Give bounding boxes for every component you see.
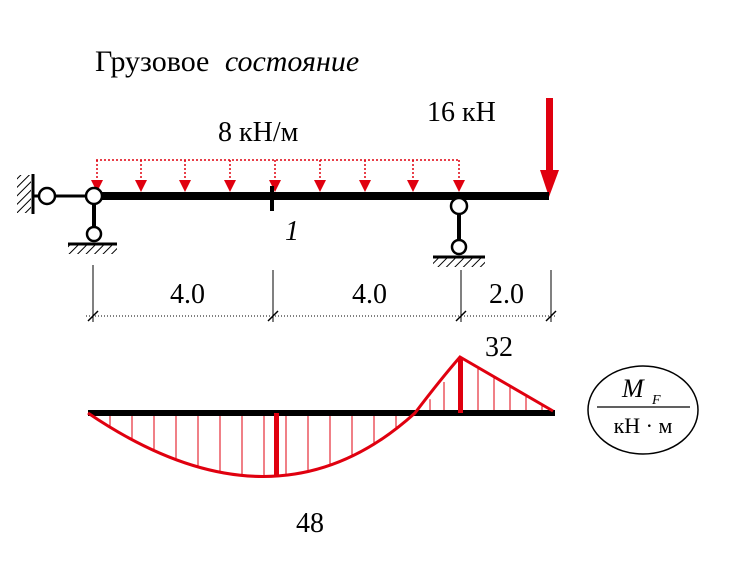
legend-unit: кН · м	[614, 413, 673, 438]
section-mark	[270, 186, 274, 211]
load-arrow-head	[135, 180, 147, 192]
fixed-wall-support	[17, 174, 86, 214]
title-word-1: Грузовое	[95, 45, 209, 78]
distributed-load-label: 8 кН/м	[218, 117, 299, 148]
dimension-1: 4.0	[170, 279, 205, 310]
moment-value-positive: 48	[296, 508, 324, 539]
section-label: 1	[285, 216, 299, 247]
dimension-3: 2.0	[489, 279, 524, 310]
load-arrow-head	[269, 180, 281, 192]
title-word-2: состояние	[225, 45, 359, 78]
moment-diagram	[87, 355, 555, 478]
moment-value-negative: 32	[485, 332, 513, 363]
distributed-load-arrows	[91, 160, 465, 192]
moment-diagram-axis	[88, 410, 555, 416]
load-arrow-head	[91, 180, 103, 192]
moment-legend: M F кН · м	[587, 365, 699, 455]
moment-diagram-hatching	[109, 367, 543, 477]
load-arrow-head	[453, 180, 465, 192]
load-arrow-head	[314, 180, 326, 192]
load-arrow-head	[224, 180, 236, 192]
point-load-label: 16 кН	[427, 97, 496, 128]
support-b	[433, 196, 485, 267]
support-a	[68, 186, 117, 254]
point-load-arrow	[540, 98, 559, 197]
dimension-lines	[86, 265, 557, 322]
title: Грузовое состояние	[95, 45, 359, 78]
legend-subscript: F	[651, 393, 661, 408]
moment-min-ordinate	[458, 357, 463, 413]
moment-max-ordinate	[274, 413, 279, 475]
legend-symbol: M	[621, 374, 645, 403]
load-arrow-head	[407, 180, 419, 192]
dimension-2: 4.0	[352, 279, 387, 310]
load-arrow-head	[179, 180, 191, 192]
load-arrow-head	[359, 180, 371, 192]
moment-diagram-curve	[87, 355, 554, 478]
beam	[92, 192, 549, 200]
